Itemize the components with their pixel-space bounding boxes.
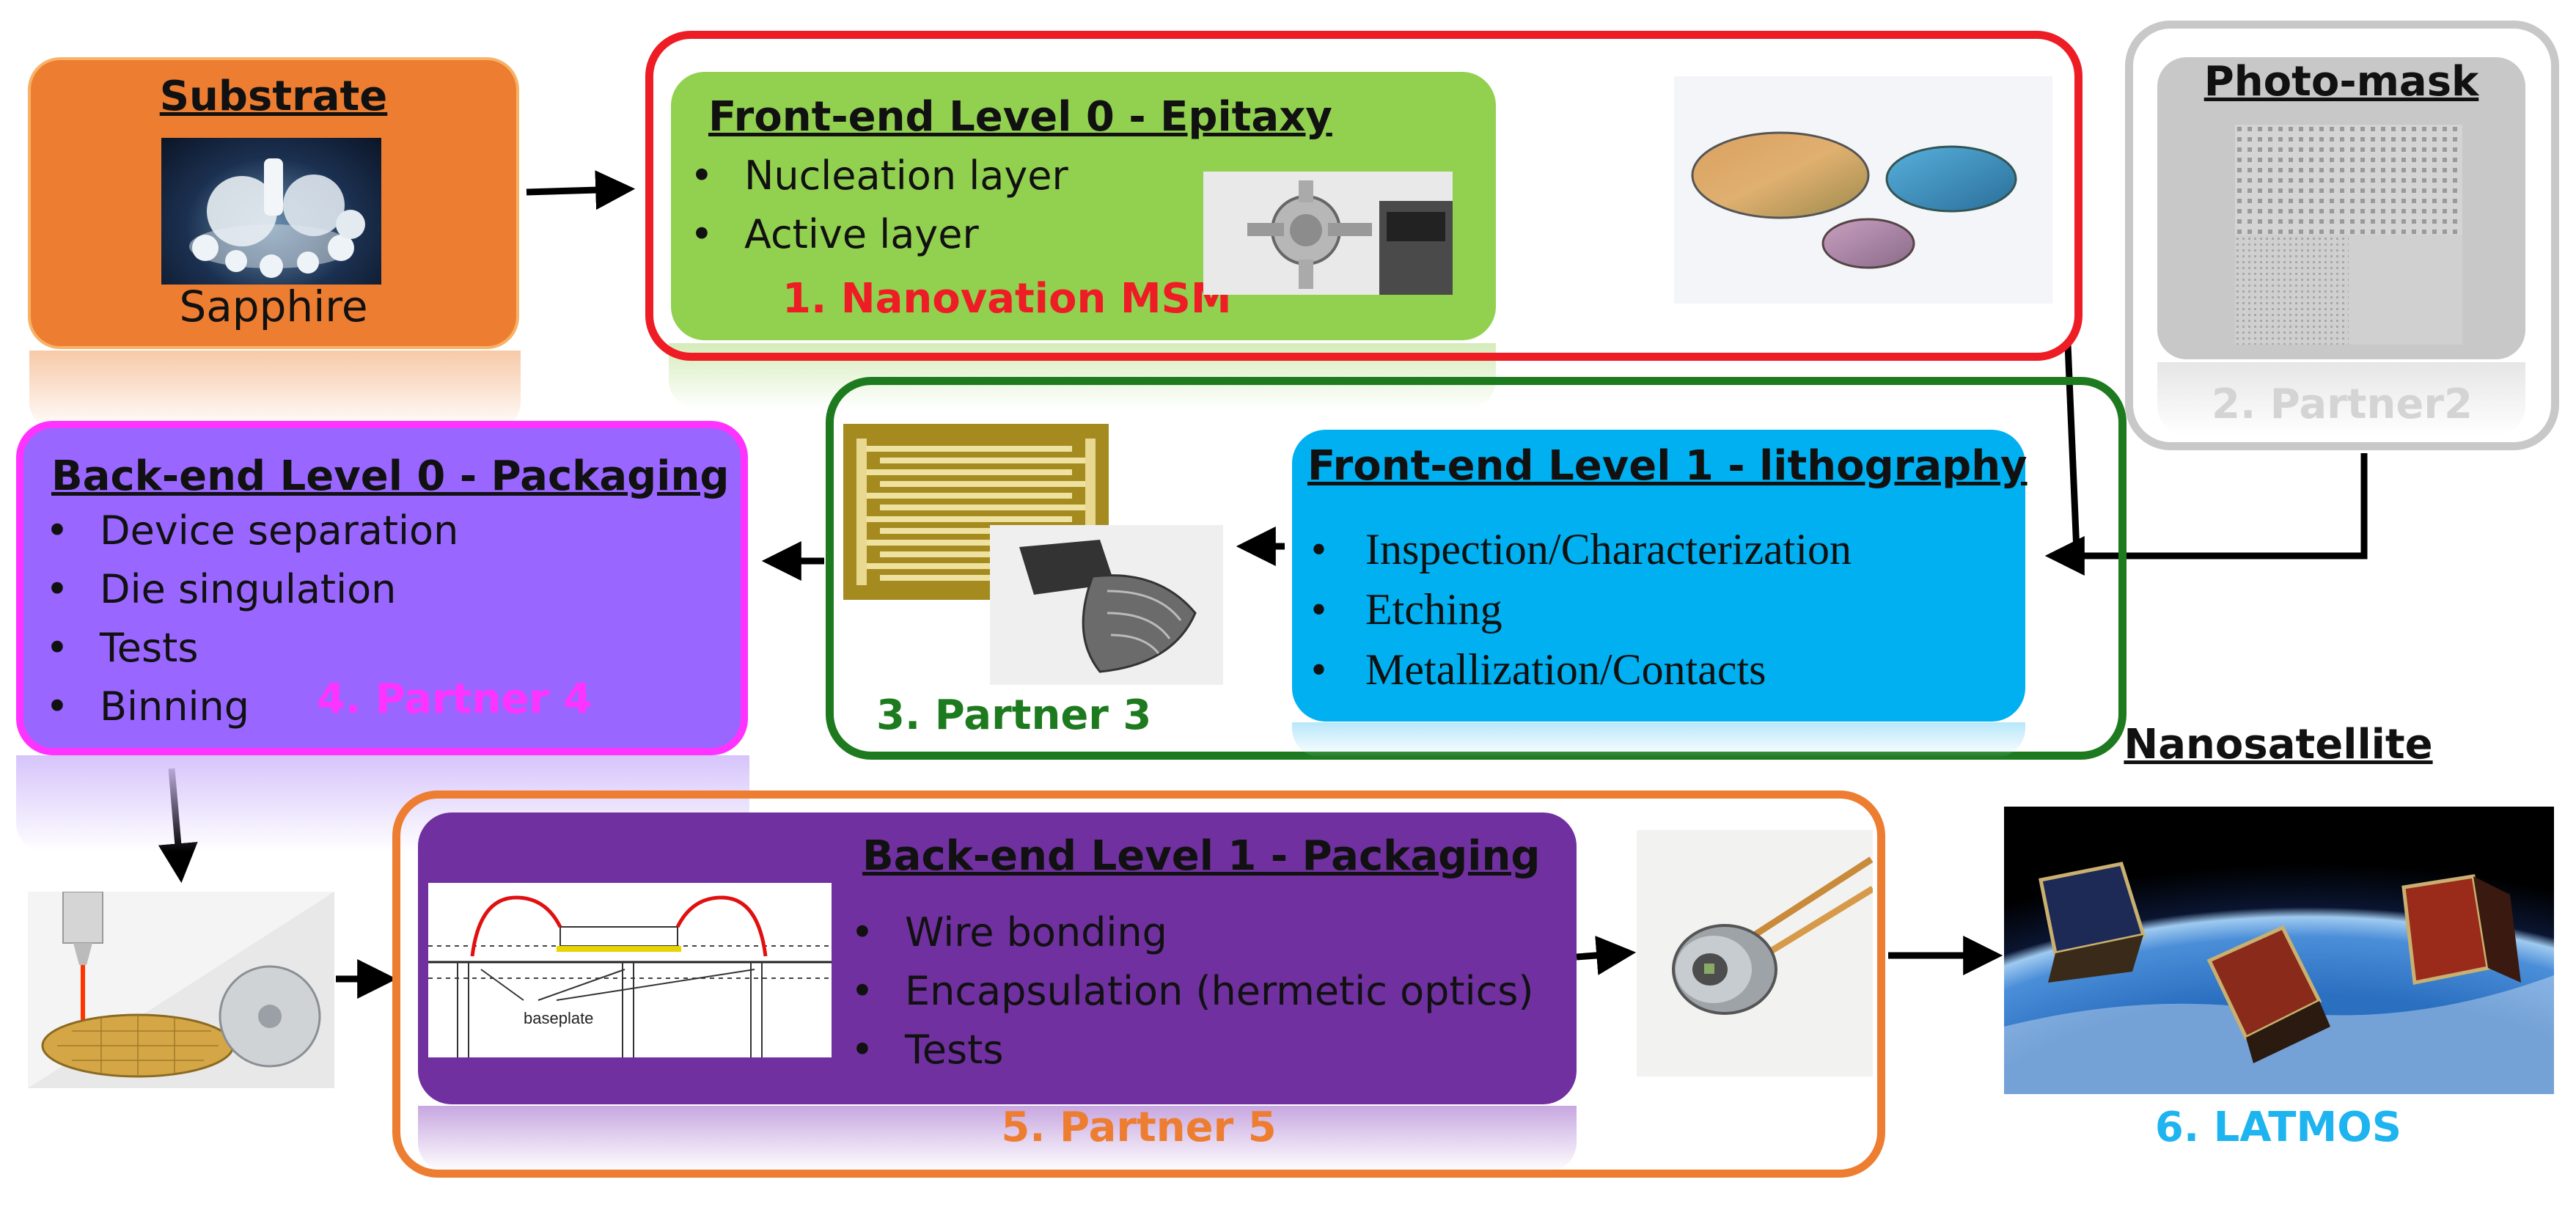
- partner5-label: 5. Partner 5: [1001, 1104, 1277, 1151]
- photomask-photo: [2235, 125, 2462, 345]
- partner2-frame: [2125, 21, 2559, 450]
- packaging1-box: Back-end Level 1 - Packaging Wire bondin…: [418, 812, 1577, 1104]
- partner6-label: 6. LATMOS: [2154, 1104, 2402, 1151]
- packaging0-step: Device separation: [40, 502, 458, 560]
- packaging0-steps: Device separation Die singulation Tests …: [40, 502, 458, 736]
- substrate-reflection: [29, 351, 521, 431]
- partner1-label: 1. Nanovation MSM: [782, 275, 1232, 323]
- lithography-steps: Inspection/Characterization Etching Meta…: [1305, 519, 1852, 700]
- lithography-reflection: [1292, 722, 2025, 757]
- nanosatellite-photo: [2004, 807, 2554, 1094]
- epitaxy-steps: Nucleation layer Active layer: [684, 147, 1068, 264]
- epitaxy-title: Front-end Level 0 - Epitaxy: [708, 93, 1332, 141]
- photomask-box: Photo-mask: [2157, 57, 2525, 359]
- substrate-material: Sapphire: [179, 282, 368, 331]
- lithography-box: Front-end Level 1 - lithography Inspecti…: [1292, 430, 2028, 722]
- epitaxy-box: Front-end Level 0 - Epitaxy Nucleation l…: [671, 72, 1496, 340]
- partner4-label: 4. Partner 4: [317, 675, 592, 723]
- packaged-photodiode-photo: [1637, 830, 1873, 1076]
- nanosatellite-title: Nanosatellite: [2124, 721, 2433, 768]
- epitaxial-wafers-photo: [1674, 76, 2052, 304]
- packaging0-step: Die singulation: [40, 560, 458, 619]
- packaging1-step: Encapsulation (hermetic optics): [845, 962, 1533, 1021]
- arrow-substrate-to-epitaxy: [526, 170, 636, 210]
- epitaxy-reactor-photo: [1203, 172, 1453, 295]
- packaging1-step: Wire bonding: [845, 903, 1533, 962]
- packaging0-step: Binning: [40, 678, 458, 736]
- epitaxy-step: Nucleation layer: [684, 147, 1068, 205]
- cubesat-right: [2401, 874, 2521, 985]
- partner2-label: 2. Partner2: [2212, 381, 2473, 428]
- packaging0-box: Back-end Level 0 - Packaging Device sepa…: [16, 421, 748, 755]
- packaging1-title: Back-end Level 1 - Packaging: [862, 832, 1541, 880]
- epitaxy-step: Active layer: [684, 205, 1068, 264]
- baseplate-label: baseplate: [524, 1009, 593, 1027]
- lithography-step: Inspection/Characterization: [1305, 519, 1852, 579]
- lithography-step: Metallization/Contacts: [1305, 639, 1852, 700]
- substrate-title: Substrate: [159, 73, 388, 120]
- packaging0-title: Back-end Level 0 - Packaging: [51, 452, 730, 500]
- packaging1-steps: Wire bonding Encapsulation (hermetic opt…: [845, 903, 1533, 1079]
- sapphire-wafers-photo: [161, 138, 381, 285]
- partner5-frame: [392, 790, 1885, 1178]
- photomask-reflection: [2157, 362, 2525, 436]
- packaging1-reflection: [418, 1106, 1577, 1172]
- photomask-title: Photo-mask: [2203, 58, 2479, 106]
- wafer-tweezers-photo: [990, 525, 1223, 685]
- lithography-step: Etching: [1305, 579, 1852, 639]
- lithography-title: Front-end Level 1 - lithography: [1307, 442, 2028, 490]
- arrow-photomask-to-lithography: [2044, 453, 2368, 576]
- substrate-box: Substrate Sapphire: [28, 57, 519, 349]
- wire-bonding-diagram: baseplate: [428, 883, 832, 1057]
- cubesat-left: [2039, 862, 2146, 983]
- packaging0-step: Tests: [40, 619, 458, 678]
- arrow-packaging1-to-photodiode: [1576, 935, 1637, 975]
- partner3-label: 3. Partner 3: [876, 691, 1152, 739]
- cubesat-middle: [2206, 925, 2330, 1063]
- packaging1-step: Tests: [845, 1021, 1533, 1079]
- dicing-illustration: [28, 892, 334, 1088]
- partner1-frame: [645, 31, 2083, 361]
